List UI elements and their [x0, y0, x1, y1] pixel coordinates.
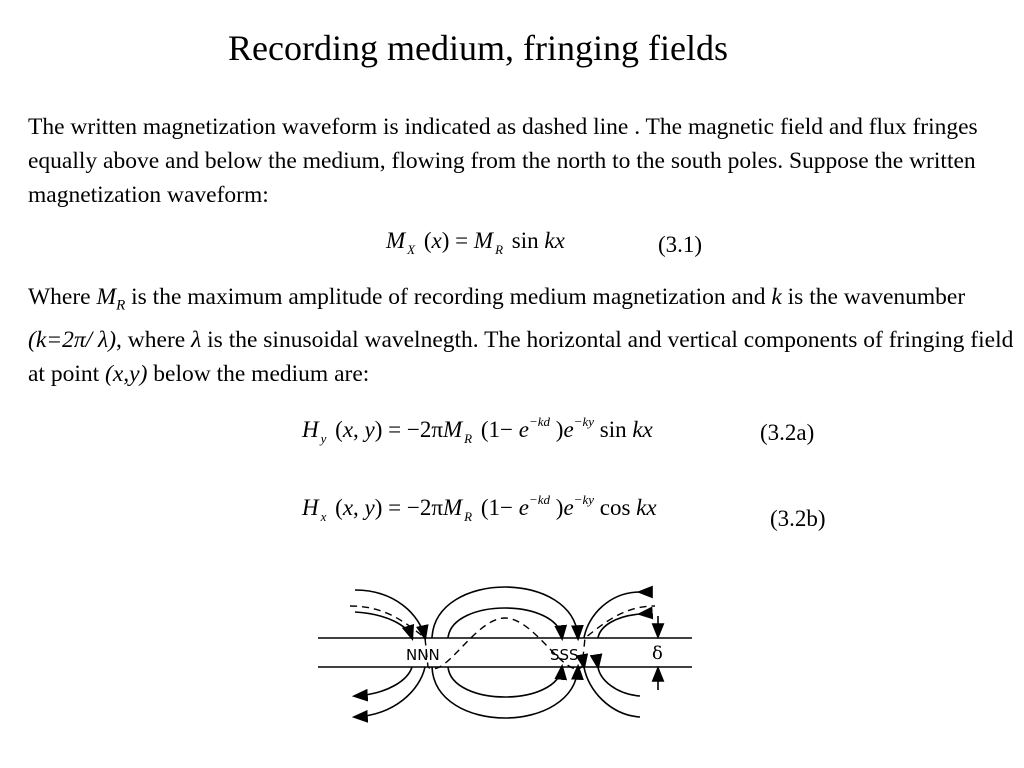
field-line-right-outer-bottom: [575, 653, 641, 718]
equation-number-3-2a: (3.2a): [760, 420, 815, 445]
thickness-delta-label: δ: [652, 643, 663, 664]
field-line-left-outer-top: [354, 589, 429, 642]
definition-paragraph: Where MR is the maximum amplitude of rec…: [28, 284, 1014, 387]
equation-number-3-1: (3.1): [658, 232, 703, 257]
field-line-left-outer-bottom: [351, 666, 426, 723]
field-loop-center-outer-bottom: [431, 663, 584, 719]
slide-title: Recording medium, fringing fields: [228, 28, 728, 68]
magnetization-waveform-dashed: [349, 605, 656, 670]
field-line-right-inner-bottom: [589, 653, 641, 697]
fringing-field-diagram: NNN SSS δ: [318, 585, 692, 723]
field-loop-center-outer-top: [431, 586, 584, 642]
field-line-left-inner-bottom: [351, 666, 413, 702]
field-loop-center-inner-top: [447, 607, 568, 642]
south-pole-label: SSS: [550, 646, 579, 664]
field-loop-center-inner-bottom: [447, 663, 568, 698]
field-line-right-outer-top: [583, 585, 653, 639]
equation-number-3-2b: (3.2b): [770, 506, 826, 531]
field-line-right-inner-top: [597, 606, 654, 639]
north-pole-label: NNN: [406, 646, 440, 664]
field-line-left-inner-top: [354, 611, 415, 642]
intro-paragraph: The written magnetization waveform is in…: [28, 114, 978, 208]
